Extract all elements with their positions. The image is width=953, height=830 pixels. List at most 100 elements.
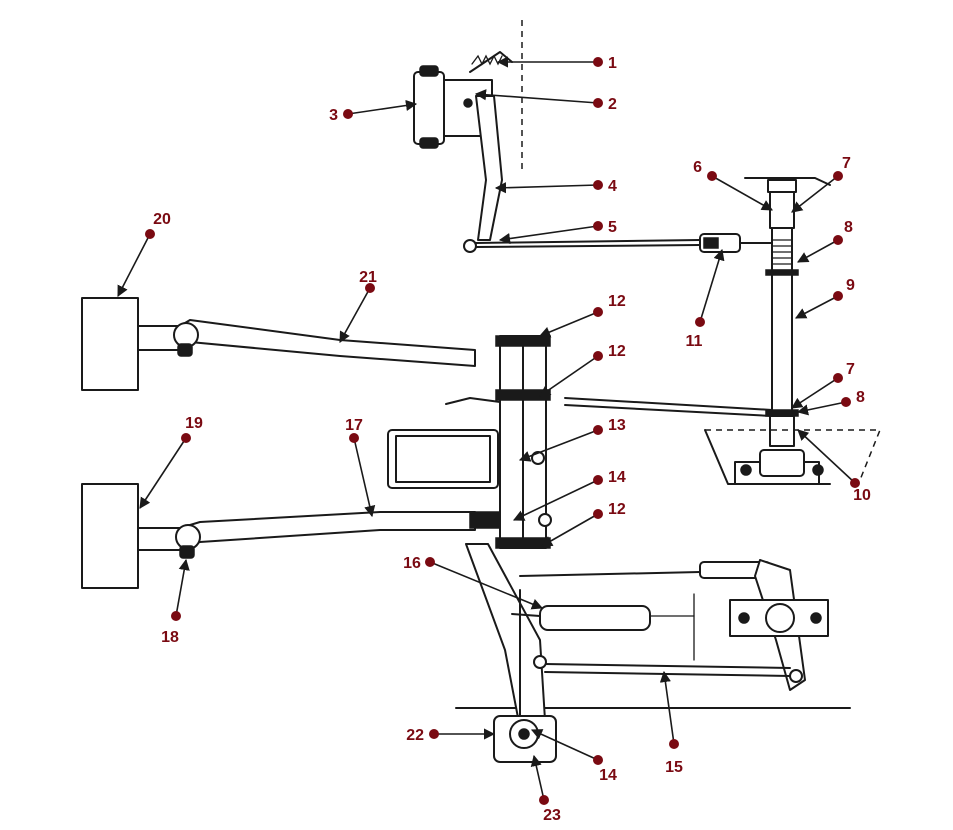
callout-c7a: 7 <box>791 155 851 213</box>
callout-dot <box>593 475 603 485</box>
callout-leader-line <box>512 479 599 521</box>
callout-dot <box>850 478 860 488</box>
callout-c17: 17 <box>345 417 376 518</box>
callout-dot <box>539 795 549 805</box>
callout-c9: 9 <box>795 277 855 319</box>
callout-number: 4 <box>608 178 617 195</box>
callout-dot <box>593 57 603 67</box>
callout-leader-line <box>530 729 599 761</box>
callout-leader-line <box>339 287 371 343</box>
callout-leader-line <box>659 670 675 745</box>
callout-dot <box>181 433 191 443</box>
callout-c8a: 8 <box>797 219 853 263</box>
illustration <box>81 20 882 763</box>
callout-c4: 4 <box>494 178 617 195</box>
callout-c16: 16 <box>403 555 544 610</box>
callout-dot <box>429 729 439 739</box>
callout-c23: 23 <box>530 754 561 824</box>
callout-dot <box>593 755 603 765</box>
callout-dot <box>145 229 155 239</box>
callout-number: 12 <box>608 343 626 360</box>
pedal-arms <box>137 319 476 559</box>
callout-leader-line <box>429 561 544 610</box>
callout-number: 7 <box>846 361 855 378</box>
callout-number: 6 <box>693 159 702 176</box>
callout-dot <box>593 307 603 317</box>
pedal-shaft-housing <box>387 335 552 549</box>
callout-c20: 20 <box>117 211 171 297</box>
callout-number: 3 <box>329 107 338 124</box>
callout-c1: 1 <box>496 55 617 72</box>
callout-number: 14 <box>599 767 617 784</box>
callout-c11: 11 <box>686 248 725 350</box>
cross-shaft <box>564 177 882 485</box>
callout-dot <box>593 221 603 231</box>
lower-linkage <box>455 543 851 763</box>
callout-dot <box>593 351 603 361</box>
callout-leader-line <box>353 437 376 518</box>
callout-dot <box>833 291 843 301</box>
callout-number: 1 <box>608 55 617 72</box>
callout-leader-line <box>347 99 418 115</box>
callout-leader-line <box>494 182 599 194</box>
callout-dot <box>833 171 843 181</box>
callout-c14b: 14 <box>530 729 617 784</box>
callout-number: 17 <box>345 417 363 434</box>
callout-dot <box>833 235 843 245</box>
callout-dot <box>425 557 435 567</box>
callout-number: 11 <box>686 333 703 350</box>
callout-leader-line <box>797 429 856 484</box>
callout-dot <box>349 433 359 443</box>
callout-leader-line <box>797 239 839 263</box>
callout-c8b: 8 <box>796 389 865 416</box>
callout-dot <box>593 425 603 435</box>
callout-dot <box>365 283 375 293</box>
callout-leader-line <box>175 558 190 617</box>
callout-c15: 15 <box>659 670 683 776</box>
callout-c18: 18 <box>161 558 190 646</box>
callout-number: 13 <box>608 417 626 434</box>
callout-number: 10 <box>853 487 871 504</box>
callout-leader-line <box>791 377 839 409</box>
callout-dot <box>707 171 717 181</box>
callout-leader-line <box>530 754 545 801</box>
callout-leader-line <box>474 89 599 104</box>
callout-leader-line <box>796 401 847 416</box>
callout-number: 8 <box>844 219 853 236</box>
callout-leader-line <box>699 248 725 323</box>
callout-leader-line <box>538 311 599 338</box>
callout-number: 18 <box>161 629 179 646</box>
callout-c12a: 12 <box>538 293 626 338</box>
callout-dot <box>593 180 603 190</box>
callout-dot <box>833 373 843 383</box>
callout-number: 12 <box>608 501 626 518</box>
callout-number: 20 <box>153 211 171 228</box>
callout-number: 7 <box>842 155 851 172</box>
callout-leader-line <box>791 175 839 213</box>
callout-c12b: 12 <box>539 343 626 397</box>
callout-number: 22 <box>406 727 424 744</box>
callout-c22: 22 <box>406 727 496 744</box>
callout-number: 5 <box>608 219 617 236</box>
callout-c3: 3 <box>329 99 418 124</box>
callout-dot <box>593 509 603 519</box>
callout-number: 15 <box>665 759 683 776</box>
callout-c13: 13 <box>518 417 626 462</box>
callout-leader-line <box>117 233 151 297</box>
callout-leader-line <box>541 513 599 547</box>
callout-c2: 2 <box>474 89 617 113</box>
callout-c7b: 7 <box>791 361 855 409</box>
callout-c10: 10 <box>797 429 871 504</box>
callout-number: 16 <box>403 555 421 572</box>
callout-dot <box>695 317 705 327</box>
callout-number: 21 <box>359 269 377 286</box>
callout-number: 14 <box>608 469 626 486</box>
callout-c14a: 14 <box>512 469 626 521</box>
callout-c19: 19 <box>139 415 203 509</box>
callout-number: 2 <box>608 96 617 113</box>
callout-leader-line <box>795 295 839 319</box>
callout-number: 12 <box>608 293 626 310</box>
callout-leader-line <box>139 437 187 509</box>
